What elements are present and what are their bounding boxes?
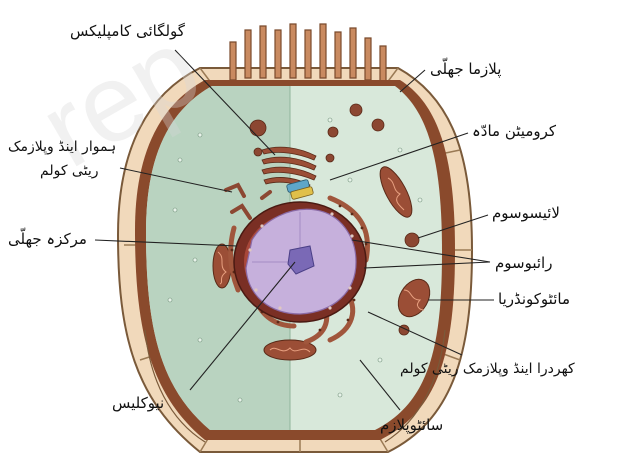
label-golgi-complex: گولگائی کامپلیکس bbox=[70, 22, 185, 40]
label-rough-er: کھردرا اینڈ وپلازمک ریٹی کولم bbox=[400, 360, 575, 378]
label-ribosome: رائبوسوم bbox=[495, 254, 552, 272]
label-mitochondria: مائٹوکونڈریا bbox=[498, 290, 570, 308]
label-nucleolus: نیوکلیس bbox=[112, 394, 164, 412]
label-chromatin: کرومیٹن مادّہ bbox=[472, 122, 556, 140]
label-cytoplasm: سائٹوپلازم bbox=[380, 416, 443, 434]
label-nuclear-membrane: مرکزہ جھلّی bbox=[8, 230, 87, 248]
label-plasma-membrane: پلازما جھلّی bbox=[430, 60, 501, 78]
nucleus bbox=[234, 202, 366, 322]
label-lysosome: لائیسوسوم bbox=[492, 204, 560, 222]
label-smooth-er-line1: ہموار اینڈ وپلازمک bbox=[8, 138, 116, 156]
label-smooth-er-line2: ریٹی کولم bbox=[40, 162, 98, 180]
